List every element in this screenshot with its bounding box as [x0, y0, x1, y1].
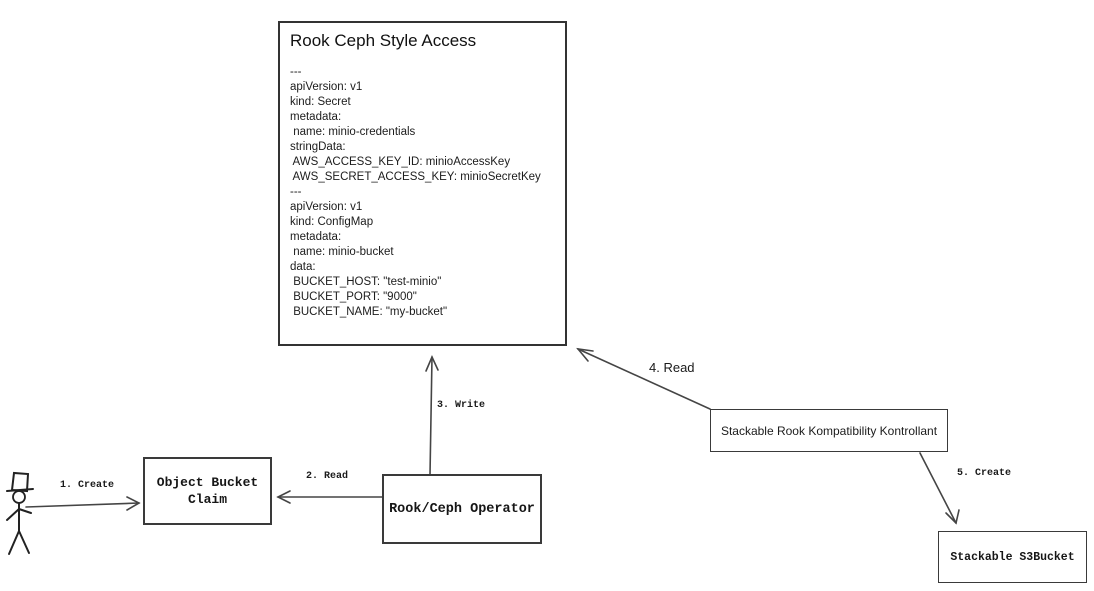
arrow-1-create — [25, 496, 141, 511]
arrow-5-create — [919, 452, 960, 525]
edge-label-4-read: 4. Read — [649, 360, 695, 375]
arrow-3-write — [425, 355, 439, 476]
node-object-bucket-claim: Object Bucket Claim — [143, 457, 272, 525]
edge-label-2-read: 2. Read — [306, 471, 349, 482]
edge-label-1-create: 1. Create — [60, 480, 115, 491]
rook-box-title: Rook Ceph Style Access — [290, 31, 477, 50]
edge-label-5-create: 5. Create — [957, 468, 1012, 479]
yaml-manifest-text: --- apiVersion: v1 kind: Secret metadata… — [290, 66, 541, 318]
node-rook-ceph-operator: Rook/Ceph Operator — [382, 474, 542, 544]
node-stackable-rook-kompatibility-kontrollant: Stackable Rook Kompatibility Kontrollant — [710, 409, 948, 452]
actor-stick-figure-icon — [6, 471, 34, 555]
node-stackable-s3bucket: Stackable S3Bucket — [938, 531, 1087, 583]
node-rook-ceph-style-access: Rook Ceph Style Access --- apiVersion: v… — [278, 21, 567, 346]
arrow-4-read — [576, 347, 711, 410]
edge-label-3-write: 3. Write — [437, 400, 486, 411]
arrow-2-read — [276, 490, 383, 504]
